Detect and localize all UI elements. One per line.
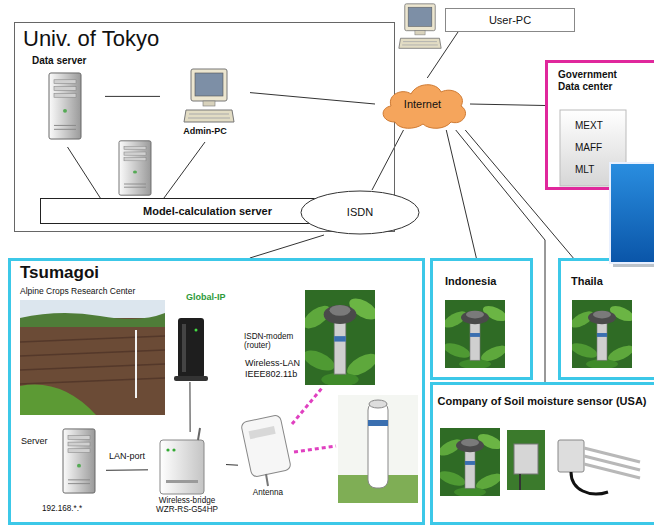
server-node: Server 192.168.*.* (18, 428, 106, 518)
sensor-photo (300, 290, 380, 386)
sensor-photo (338, 395, 418, 503)
network-link (226, 464, 238, 466)
sensor-photo (436, 428, 505, 497)
node-title: User-PC (489, 14, 531, 27)
node-title: ISDN (347, 206, 373, 219)
pc-icon (399, 4, 441, 48)
node-title: Data server (32, 55, 86, 67)
node-title: Internet (404, 98, 441, 111)
ellipse-outline (301, 191, 419, 234)
node-text: MEXT (575, 120, 603, 132)
server-icon (119, 141, 151, 195)
blue-panel (610, 163, 654, 263)
node-text: 192.168.*.* (18, 504, 106, 513)
network-cloud: Internet (375, 78, 470, 130)
cloud-outline (383, 85, 465, 129)
node-title: Model-calculation server (143, 205, 272, 218)
datacenter-box: Government Data centerMEXT MAFF MLT (545, 60, 654, 190)
node-title: Server (21, 436, 48, 446)
server-node: Data server (30, 55, 105, 147)
node-text: Alpine Crops Research Center (20, 287, 135, 297)
pc-icon (184, 69, 234, 122)
node-title: Government Data center (558, 69, 630, 92)
node-title: Company of Soil moisture sensor (USA) (433, 395, 651, 408)
network-link (189, 382, 190, 432)
sensor-photo (568, 300, 637, 369)
network-link (250, 93, 375, 104)
list-panel (560, 110, 626, 186)
pc-node: Admin-PC (160, 66, 250, 142)
node-title: Indonesia (445, 275, 496, 288)
bridge-node: Wireless-bridge WZR-RS-G54HP (148, 432, 226, 520)
country-box: Indonesia (430, 258, 533, 380)
server-icon (63, 429, 95, 493)
field-photo (20, 300, 165, 415)
antenna-icon (241, 414, 292, 486)
logger-photo (507, 430, 545, 490)
country-box: Thaila (558, 258, 654, 380)
link-note: Wireless-LAN IEEE802.11b (245, 358, 309, 380)
node-title: Admin-PC (160, 126, 250, 136)
node-text: MAFF (575, 142, 602, 154)
network-link (106, 469, 148, 470)
pc-box: User-PC (445, 8, 575, 32)
panel-shadow (613, 167, 654, 267)
node-title: Univ. of Tokyo (23, 26, 159, 51)
network-link (105, 96, 160, 97)
antenna-node: Antenna (238, 410, 298, 502)
network-note: Global-IP (186, 292, 226, 303)
node-title: Thaila (571, 275, 603, 288)
link-label: LAN-port (108, 452, 146, 462)
network-link (250, 235, 324, 258)
network-ellipse: ISDN (300, 190, 420, 235)
network-link (164, 142, 205, 198)
bridge-icon (160, 428, 204, 494)
node-text: MLT (575, 164, 594, 176)
node-title: Antenna (238, 488, 298, 497)
node-title: Tsumagoi (20, 263, 99, 283)
network-link (372, 130, 404, 190)
sensor-photo (441, 300, 510, 369)
wireless-link (292, 388, 322, 424)
node-title: ISDN-modem (router) (244, 332, 304, 351)
probe-photo (558, 440, 640, 494)
server-icon (49, 73, 81, 139)
network-link (68, 147, 101, 198)
modem-icon (174, 318, 208, 381)
network-link (465, 130, 573, 258)
wireless-link (294, 446, 336, 452)
company-box: Company of Soil moisture sensor (USA) (430, 382, 654, 525)
node-title: Wireless-bridge WZR-RS-G54HP (148, 496, 226, 515)
network-link (470, 104, 545, 106)
